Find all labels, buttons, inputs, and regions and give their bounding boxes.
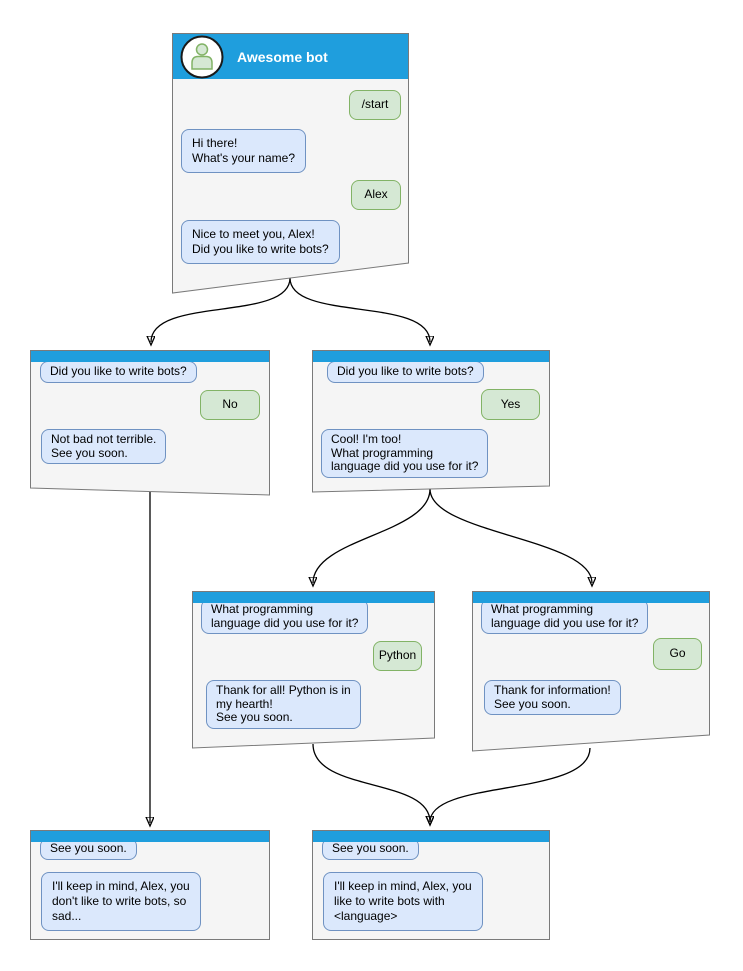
bot-name-title: Awesome bot	[237, 48, 328, 65]
connector-split1-left	[151, 277, 291, 342]
connector-split2-left	[313, 488, 431, 583]
user-message-bubble: No	[200, 390, 260, 420]
window-titlebar	[313, 351, 549, 362]
chat-window-no-branch: Did you like to write bots? No Not bad n…	[30, 350, 270, 496]
window-header: Awesome bot	[173, 34, 408, 79]
window-titlebar	[313, 831, 549, 842]
bot-message-bubble: Thank for all! Python is in my hearth! S…	[206, 680, 361, 729]
window-titlebar	[473, 592, 709, 603]
bot-avatar-icon	[180, 35, 224, 78]
chat-window-python-branch: What programming language did you use fo…	[192, 591, 435, 749]
window-titlebar	[193, 592, 434, 603]
bot-message-bubble: What programming language did you use fo…	[201, 599, 369, 634]
user-message-bubble: Go	[653, 638, 702, 670]
user-message-bubble: /start	[349, 90, 401, 120]
bot-message-bubble: Thank for information! See you soon.	[484, 680, 621, 715]
bot-message-bubble: Not bad not terrible. See you soon.	[41, 429, 167, 464]
bot-message-bubble: Cool! I'm too! What programming language…	[321, 429, 489, 478]
window-titlebar	[31, 831, 269, 842]
bot-message-bubble: Did you like to write bots?	[327, 361, 484, 383]
chat-window-end-yes: See you soon. I'll keep in mind, Alex, y…	[312, 830, 550, 940]
bot-message-bubble: See you soon.	[322, 838, 419, 860]
chat-window-main: Awesome bot /start Hi there! What's your…	[172, 33, 409, 294]
bot-message-bubble: Hi there! What's your name?	[181, 129, 307, 173]
connector-split1-right	[289, 277, 430, 342]
bot-message-bubble: I'll keep in mind, Alex, you like to wri…	[323, 872, 483, 931]
connector-merge-right	[430, 747, 591, 822]
bot-message-bubble: What programming language did you use fo…	[481, 599, 649, 634]
bot-message-bubble: Nice to meet you, Alex! Did you like to …	[181, 220, 340, 264]
bot-message-bubble: See you soon.	[40, 838, 137, 860]
connector-split2-right	[429, 488, 592, 583]
bot-message-bubble: I'll keep in mind, Alex, you don't like …	[41, 872, 201, 931]
connector-merge-left	[312, 743, 430, 822]
user-message-bubble: Yes	[481, 389, 540, 420]
user-message-bubble: Python	[373, 641, 422, 671]
bot-message-bubble: Did you like to write bots?	[40, 361, 197, 383]
user-message-bubble: Alex	[351, 180, 401, 210]
chat-window-go-branch: What programming language did you use fo…	[472, 591, 710, 752]
chat-window-yes-branch: Did you like to write bots? Yes Cool! I'…	[312, 350, 550, 493]
chat-window-end-no: See you soon. I'll keep in mind, Alex, y…	[30, 830, 270, 940]
window-titlebar	[31, 351, 269, 362]
